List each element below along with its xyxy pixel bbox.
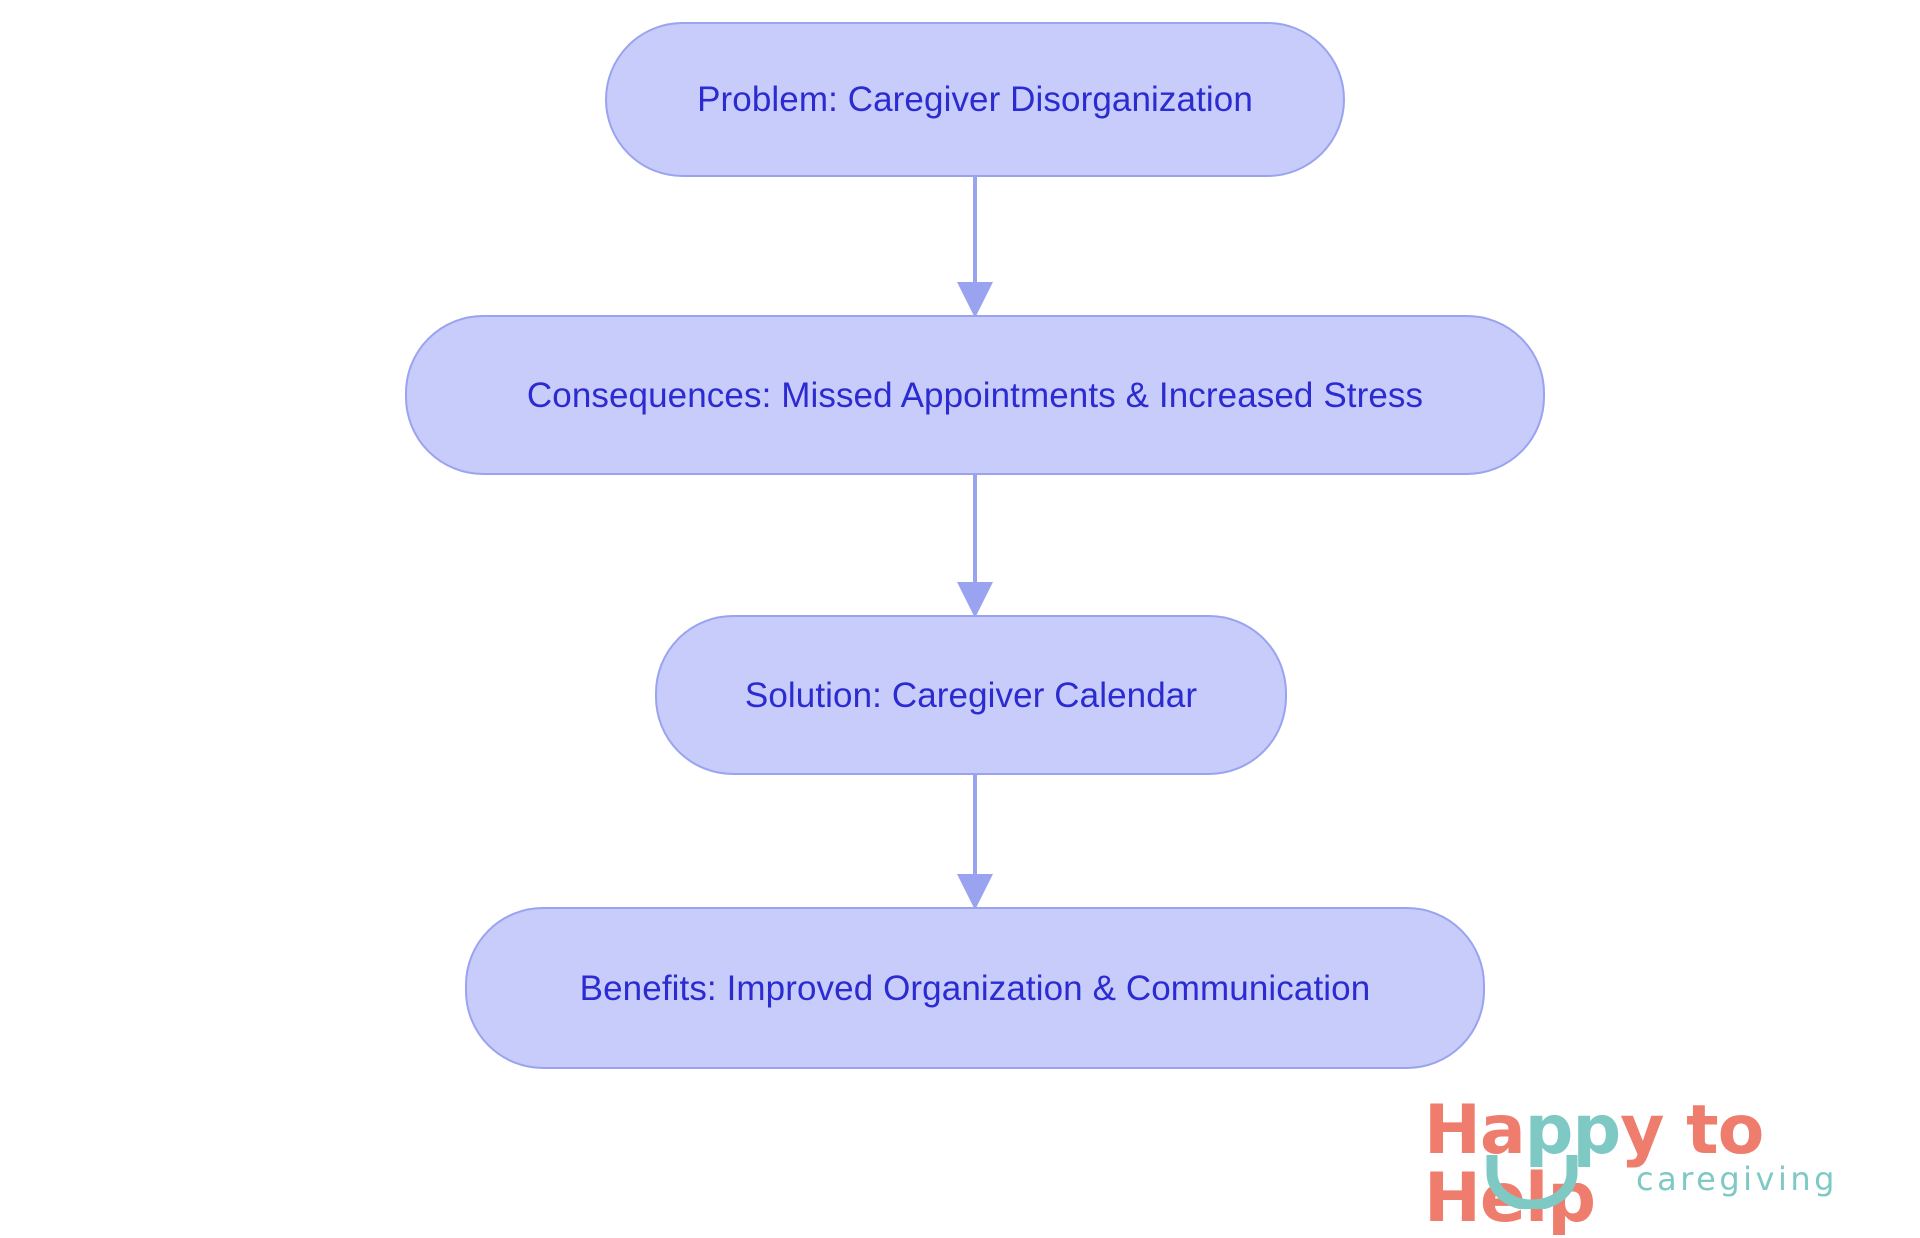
smile-arc-icon bbox=[1486, 1155, 1578, 1209]
flow-node-solution-label: Solution: Caregiver Calendar bbox=[744, 675, 1198, 715]
flow-node-consequences[interactable]: Consequences: Missed Appointments & Incr… bbox=[405, 315, 1545, 475]
flow-node-benefits[interactable]: Benefits: Improved Organization & Commun… bbox=[465, 907, 1485, 1069]
flow-node-benefits-label: Benefits: Improved Organization & Commun… bbox=[579, 968, 1371, 1008]
brand-word-pp: pp bbox=[1524, 1091, 1621, 1170]
brand-tagline: caregiving bbox=[1636, 1160, 1838, 1198]
flow-node-consequences-label: Consequences: Missed Appointments & Incr… bbox=[526, 375, 1424, 415]
flow-node-solution[interactable]: Solution: Caregiver Calendar bbox=[655, 615, 1287, 775]
brand-word-ha: Ha bbox=[1424, 1091, 1526, 1170]
flow-node-problem-label: Problem: Caregiver Disorganization bbox=[697, 80, 1253, 119]
brand-logo: Happy to Help caregiving bbox=[1424, 1097, 1894, 1233]
flow-node-problem[interactable]: Problem: Caregiver Disorganization bbox=[605, 22, 1345, 177]
brand-word-y: y bbox=[1620, 1091, 1664, 1170]
brand-word-to: to bbox=[1663, 1091, 1764, 1170]
